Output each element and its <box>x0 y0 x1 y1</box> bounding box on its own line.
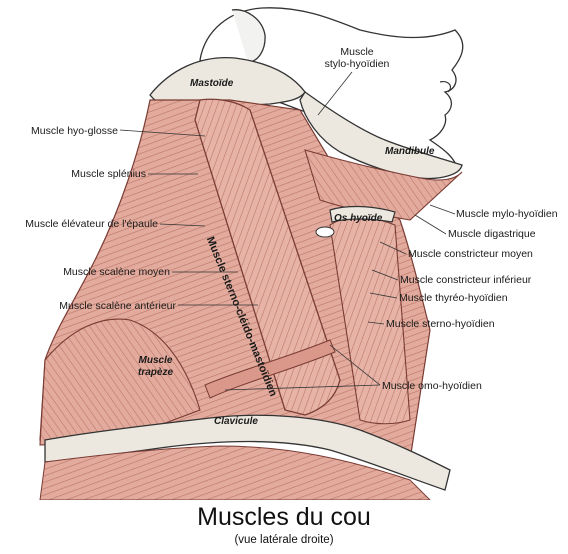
label-constricteur-inferieur: Muscle constricteur inférieur <box>400 274 531 286</box>
label-splenius: Muscle splénius <box>0 168 146 180</box>
label-hyo-glosse: Muscle hyo-glosse <box>0 125 118 137</box>
hyoid-gap <box>316 227 334 237</box>
diagram-subtitle: (vue latérale droite) <box>0 534 568 546</box>
label-omo-hyoidien: Muscle omo-hyoïdien <box>382 380 482 392</box>
label-scalene-anterieur: Muscle scalène antérieur <box>0 300 176 312</box>
label-elevateur: Muscle élévateur de l'épaule <box>0 218 158 230</box>
label-mylo-hyoidien: Muscle mylo-hyoïdien <box>456 208 558 220</box>
label-stylo-hyoidien: Muscle stylo-hyoïdien <box>322 46 392 70</box>
label-constricteur-moyen: Muscle constricteur moyen <box>408 248 533 260</box>
label-sterno-hyoidien: Muscle sterno-hyoïdien <box>386 318 495 330</box>
label-thyreo-hyoidien: Muscle thyréo-hyoïdien <box>399 292 508 304</box>
label-os-hyoide: Os hyoïde <box>334 213 382 224</box>
label-mastoide: Mastoïde <box>190 78 233 89</box>
label-clavicule: Clavicule <box>214 416 258 427</box>
label-mandibule: Mandibule <box>385 146 434 157</box>
label-scalene-moyen: Muscle scalène moyen <box>0 266 170 278</box>
label-trapeze: Muscle trapèze <box>138 355 173 379</box>
diagram-title: Muscles du cou <box>0 503 568 532</box>
label-digastrique: Muscle digastrique <box>448 228 536 240</box>
